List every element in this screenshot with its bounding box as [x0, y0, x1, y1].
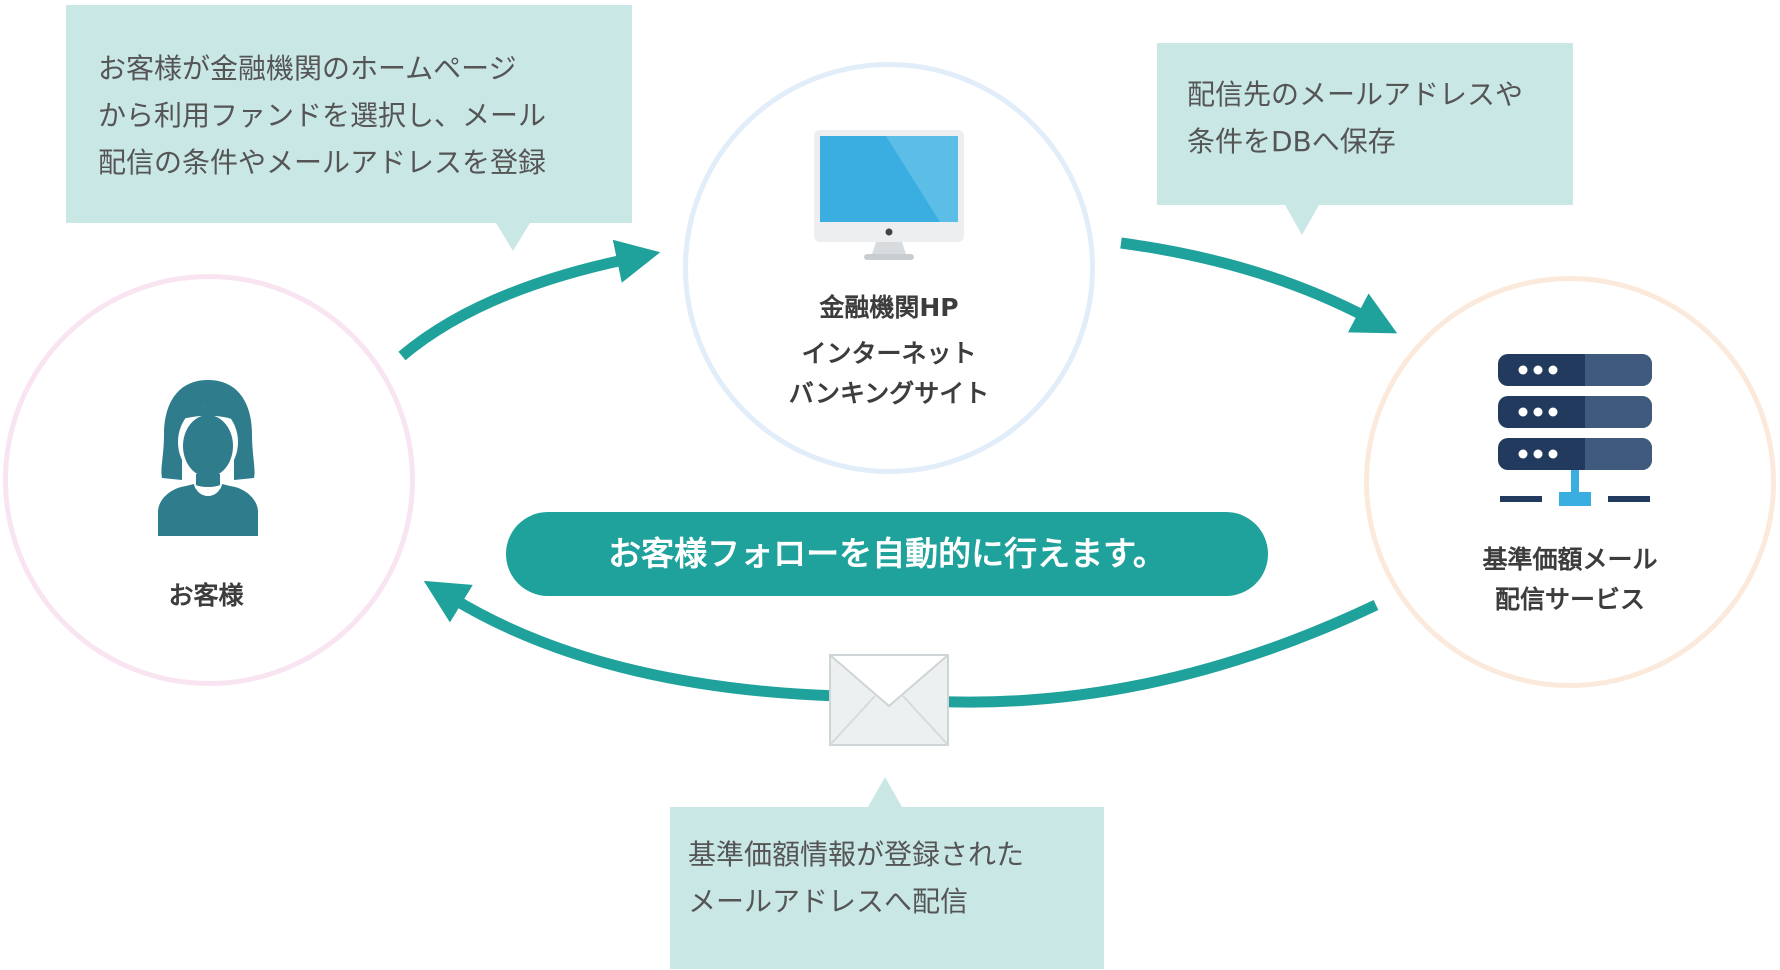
envelope-icon	[829, 654, 949, 746]
arrow-site-to-service	[1120, 237, 1398, 334]
server-icon	[1498, 354, 1652, 506]
mail-service-label-line-1: 基準価額メール	[1482, 545, 1658, 574]
bank-site-label: 金融機関HP インターネット バンキングサイト	[739, 288, 1039, 414]
callout-register-line-3: 配信の条件やメールアドレスを登録	[98, 146, 547, 179]
monitor-icon	[814, 130, 964, 260]
callout-register: お客様が金融機関のホームページ から利用ファンドを選択し、メール 配信の条件やメ…	[66, 5, 632, 251]
person-icon	[158, 380, 258, 536]
customer-label: お客様	[168, 581, 244, 610]
callout-deliver-line-1: 基準価額情報が登録された	[688, 838, 1025, 871]
callout-save-line-2: 条件をDBへ保存	[1187, 125, 1396, 158]
bank-site-label-line-2: インターネット	[801, 339, 977, 368]
arrow-customer-to-site	[398, 239, 661, 361]
callout-deliver: 基準価額情報が登録された メールアドレスへ配信	[670, 777, 1104, 969]
callout-register-line-2: から利用ファンドを選択し、メール	[98, 99, 547, 132]
callout-register-line-1: お客様が金融機関のホームページ	[98, 52, 517, 85]
bank-site-label-line-1: 金融機関HP	[819, 293, 959, 322]
mail-service-label-line-2: 配信サービス	[1494, 585, 1645, 614]
auto-follow-banner: お客様フォローを自動的に行えます。	[506, 512, 1268, 596]
callout-deliver-line-2: メールアドレスへ配信	[688, 885, 969, 918]
callout-save-line-1: 配信先のメールアドレスや	[1187, 78, 1524, 111]
bank-site-label-line-3: バンキングサイト	[788, 379, 990, 408]
mail-service-node	[1364, 276, 1776, 688]
mail-service-label: 基準価額メール 配信サービス	[1420, 540, 1720, 620]
callout-save: 配信先のメールアドレスや 条件をDBへ保存	[1157, 43, 1573, 235]
